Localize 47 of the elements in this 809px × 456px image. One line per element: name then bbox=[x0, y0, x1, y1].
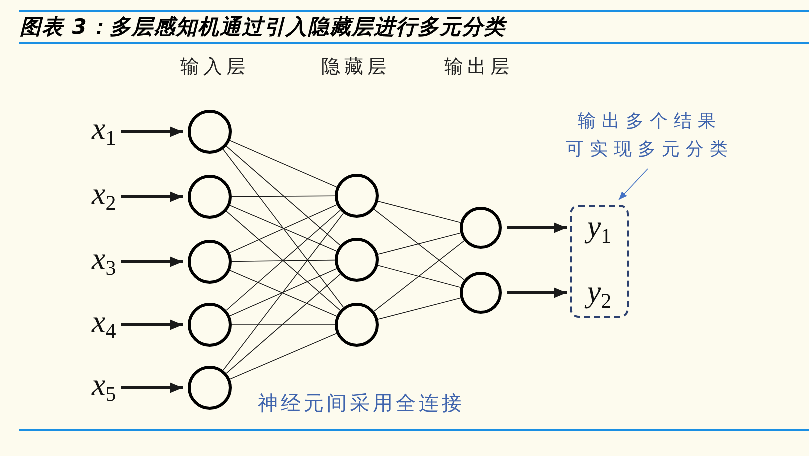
connection-line bbox=[226, 274, 341, 374]
layer-label: 输出层 bbox=[444, 55, 514, 79]
neuron-circle bbox=[335, 238, 379, 282]
variable-label: x$_{4}$ bbox=[92, 305, 116, 339]
variable-label: y$_{2}$ bbox=[572, 275, 627, 309]
variable-label: x$_{1}$ bbox=[92, 112, 116, 146]
dashed-box bbox=[570, 205, 629, 318]
layer-label: 输入层 bbox=[180, 55, 250, 79]
neuron-circle bbox=[335, 303, 379, 347]
connection-line bbox=[230, 140, 338, 188]
arrow bbox=[121, 382, 183, 394]
connection-line bbox=[378, 201, 462, 224]
variable-label: x$_{2}$ bbox=[92, 177, 116, 211]
arrow bbox=[121, 320, 183, 330]
neuron-circle bbox=[188, 110, 232, 154]
neuron-circle bbox=[460, 207, 502, 249]
connection-line bbox=[226, 146, 341, 246]
connection-line bbox=[378, 265, 462, 288]
connection-line bbox=[378, 232, 462, 255]
connection-line bbox=[222, 213, 344, 371]
connection-line bbox=[378, 298, 462, 320]
arrow bbox=[507, 222, 567, 234]
neuron-circle bbox=[188, 303, 232, 347]
note-text: 神经元间采用全连接 bbox=[258, 390, 465, 417]
variable-label: x$_{5}$ bbox=[92, 368, 116, 402]
neuron-circle bbox=[188, 175, 232, 219]
neuron-circle bbox=[188, 366, 232, 410]
connection-line bbox=[374, 240, 465, 312]
variable-label: x$_{3}$ bbox=[92, 242, 116, 276]
connection-line bbox=[374, 209, 465, 280]
connection-line bbox=[232, 260, 336, 262]
arrow bbox=[618, 168, 648, 200]
connection-line bbox=[232, 196, 336, 198]
arrow bbox=[121, 192, 183, 202]
connection-line bbox=[230, 333, 338, 380]
arrow bbox=[507, 288, 567, 298]
layer-label: 隐藏层 bbox=[322, 55, 390, 79]
neuron-circle bbox=[188, 240, 232, 284]
arrow bbox=[121, 256, 183, 268]
arrow bbox=[121, 126, 183, 138]
neuron-circle bbox=[335, 174, 379, 218]
connection-line bbox=[222, 149, 344, 308]
variable-label: y$_{1}$ bbox=[572, 210, 627, 244]
neuron-circle bbox=[460, 272, 502, 314]
connection-line bbox=[232, 324, 336, 326]
callout-text: 输出多个结果可实现多元分类 bbox=[562, 108, 738, 164]
figure-title: 图表 3：多层感知机通过引入隐藏层进行多元分类 bbox=[20, 14, 506, 41]
